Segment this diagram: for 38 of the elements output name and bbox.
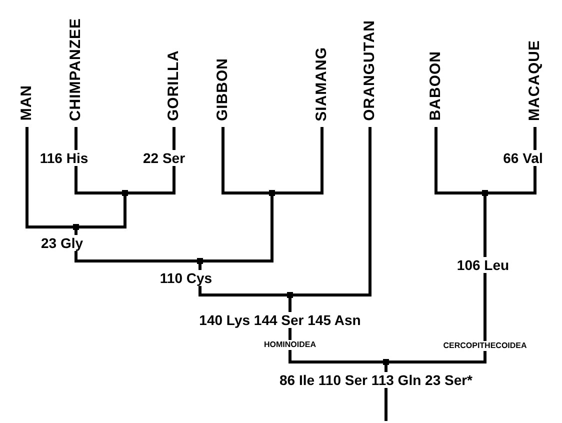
tree-branch	[26, 127, 76, 228]
mutation-label: 23 Gly	[38, 235, 86, 251]
group-label: HOMINOIDEA	[263, 340, 317, 350]
branch-point	[287, 292, 293, 298]
tree-branch	[198, 261, 290, 296]
species-label: GORILLA	[166, 50, 181, 121]
branch-point	[482, 190, 488, 196]
tree-branch	[74, 227, 200, 262]
tree-branch	[125, 127, 176, 194]
species-label: CHIMPANZEE	[68, 18, 83, 121]
branch-point	[122, 190, 128, 196]
branch-point	[383, 359, 389, 365]
group-label: CERCOPITHECOIDEA	[442, 341, 528, 351]
tree-branch	[76, 193, 126, 228]
mutation-label: 86 Ile 110 Ser 113 Gln 23 Ser*	[277, 372, 475, 388]
branch-point	[197, 258, 203, 264]
species-label: GIBBON	[215, 58, 230, 121]
mutation-label: 140 Lys 144 Ser 145 Asn	[197, 312, 363, 328]
mutation-label: 110 Cys	[158, 270, 214, 286]
tree-branch	[200, 193, 274, 262]
species-label: MAN	[19, 85, 34, 121]
tree-branch	[74, 127, 125, 194]
tree-branch	[485, 127, 536, 194]
mutation-label: 22 Ser	[140, 150, 188, 166]
branch-point	[269, 190, 275, 196]
tree-branch	[222, 127, 272, 194]
tree-branch	[434, 127, 485, 194]
mutation-label: 66 Val	[501, 150, 545, 166]
tree-branch	[290, 127, 372, 296]
species-label: SIAMANG	[314, 46, 329, 121]
mutation-label: 116 His	[38, 150, 90, 166]
tree-branch	[272, 127, 324, 194]
species-label: BABOON	[428, 51, 443, 121]
tree-branch	[288, 295, 386, 364]
mutation-label: 106 Leu	[454, 257, 512, 273]
species-label: ORANGUTAN	[362, 20, 377, 121]
species-label: MACAQUE	[527, 40, 542, 121]
branch-point	[73, 224, 79, 230]
